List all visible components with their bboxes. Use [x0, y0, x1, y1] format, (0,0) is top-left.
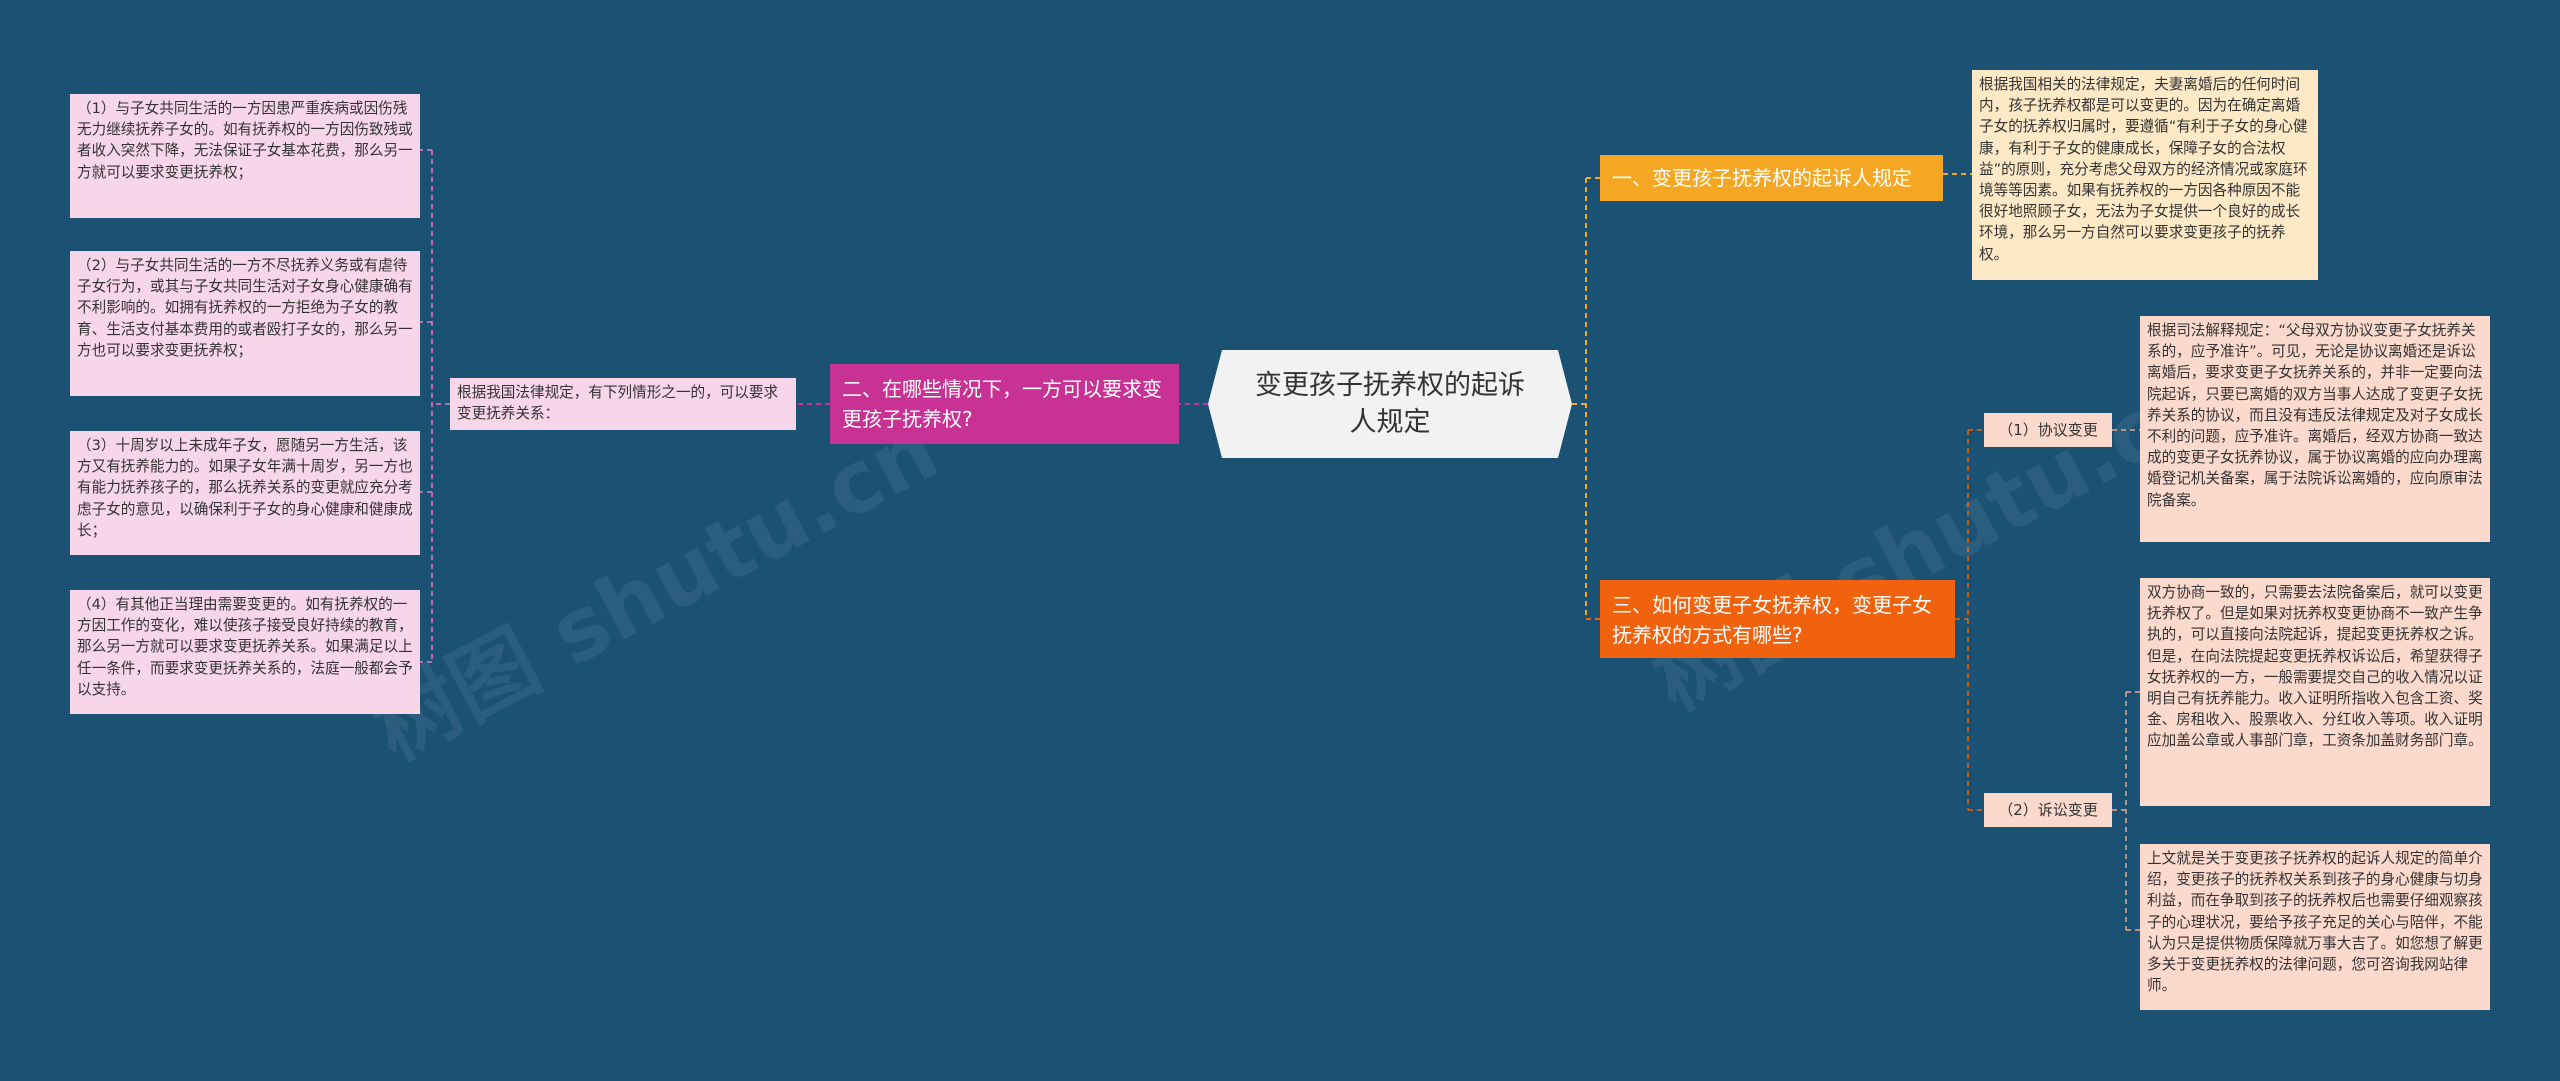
branch-2-item-1-text: （1）与子女共同生活的一方因患严重疾病或因伤残无力继续抚养子女的。如有抚养权的一… [77, 100, 413, 181]
branch-3-sub-2-label: （2）诉讼变更 [1998, 801, 2098, 819]
root-topic[interactable]: 变更孩子抚养权的起诉人规定 [1208, 350, 1572, 458]
branch-3-sub-2-note-1[interactable]: 双方协商一致的，只需要去法院备案后，就可以变更抚养权了。但是如果对抚养权变更协商… [2140, 578, 2490, 806]
branch-2-topic[interactable]: 二、在哪些情况下，一方可以要求变更孩子抚养权? [830, 364, 1179, 444]
branch-3-sub-2-note-2[interactable]: 上文就是关于变更孩子抚养权的起诉人规定的简单介绍，变更孩子的抚养权关系到孩子的身… [2140, 844, 2490, 1010]
branch-2-intro-text: 根据我国法律规定，有下列情形之一的，可以要求变更抚养关系： [457, 384, 779, 423]
branch-1-note[interactable]: 根据我国相关的法律规定，夫妻离婚后的任何时间内，孩子抚养权都是可以变更的。因为在… [1972, 70, 2318, 280]
branch-1-note-text: 根据我国相关的法律规定，夫妻离婚后的任何时间内，孩子抚养权都是可以变更的。因为在… [1979, 76, 2308, 263]
branch-3-label: 三、如何变更子女抚养权，变更子女抚养权的方式有哪些? [1612, 593, 1932, 647]
branch-2-item-2[interactable]: （2）与子女共同生活的一方不尽抚养义务或有虐待子女行为，或其与子女共同生活对子女… [70, 251, 420, 396]
branch-1-topic[interactable]: 一、变更孩子抚养权的起诉人规定 [1600, 155, 1943, 201]
branch-2-label: 二、在哪些情况下，一方可以要求变更孩子抚养权? [842, 377, 1162, 431]
branch-3-sub-1-note[interactable]: 根据司法解释规定：“父母双方协议变更子女抚养关系的，应予准许”。可见，无论是协议… [2140, 316, 2490, 542]
branch-2-item-4[interactable]: （4）有其他正当理由需要变更的。如有抚养权的一方因工作的变化，难以使孩子接受良好… [70, 590, 420, 714]
branch-1-label: 一、变更孩子抚养权的起诉人规定 [1612, 166, 1912, 190]
branch-2-item-2-text: （2）与子女共同生活的一方不尽抚养义务或有虐待子女行为，或其与子女共同生活对子女… [77, 257, 413, 359]
branch-3-sub-2-tag[interactable]: （2）诉讼变更 [1984, 793, 2112, 827]
branch-2-item-3-text: （3）十周岁以上未成年子女，愿随另一方生活，该方又有抚养能力的。如果子女年满十周… [77, 437, 413, 539]
branch-2-item-3[interactable]: （3）十周岁以上未成年子女，愿随另一方生活，该方又有抚养能力的。如果子女年满十周… [70, 431, 420, 555]
root-topic-label: 变更孩子抚养权的起诉人规定 [1255, 370, 1525, 438]
branch-3-sub-2-note-1-text: 双方协商一致的，只需要去法院备案后，就可以变更抚养权了。但是如果对抚养权变更协商… [2147, 584, 2483, 750]
branch-3-sub-1-tag[interactable]: （1）协议变更 [1984, 413, 2112, 447]
branch-2-intro[interactable]: 根据我国法律规定，有下列情形之一的，可以要求变更抚养关系： [450, 378, 796, 430]
branch-3-topic[interactable]: 三、如何变更子女抚养权，变更子女抚养权的方式有哪些? [1600, 580, 1955, 658]
branch-3-sub-1-label: （1）协议变更 [1998, 421, 2098, 439]
branch-3-sub-2-note-2-text: 上文就是关于变更孩子抚养权的起诉人规定的简单介绍，变更孩子的抚养权关系到孩子的身… [2147, 850, 2483, 995]
branch-2-item-4-text: （4）有其他正当理由需要变更的。如有抚养权的一方因工作的变化，难以使孩子接受良好… [77, 596, 413, 698]
branch-3-sub-1-note-text: 根据司法解释规定：“父母双方协议变更子女抚养关系的，应予准许”。可见，无论是协议… [2147, 322, 2483, 509]
branch-2-item-1[interactable]: （1）与子女共同生活的一方因患严重疾病或因伤残无力继续抚养子女的。如有抚养权的一… [70, 94, 420, 218]
